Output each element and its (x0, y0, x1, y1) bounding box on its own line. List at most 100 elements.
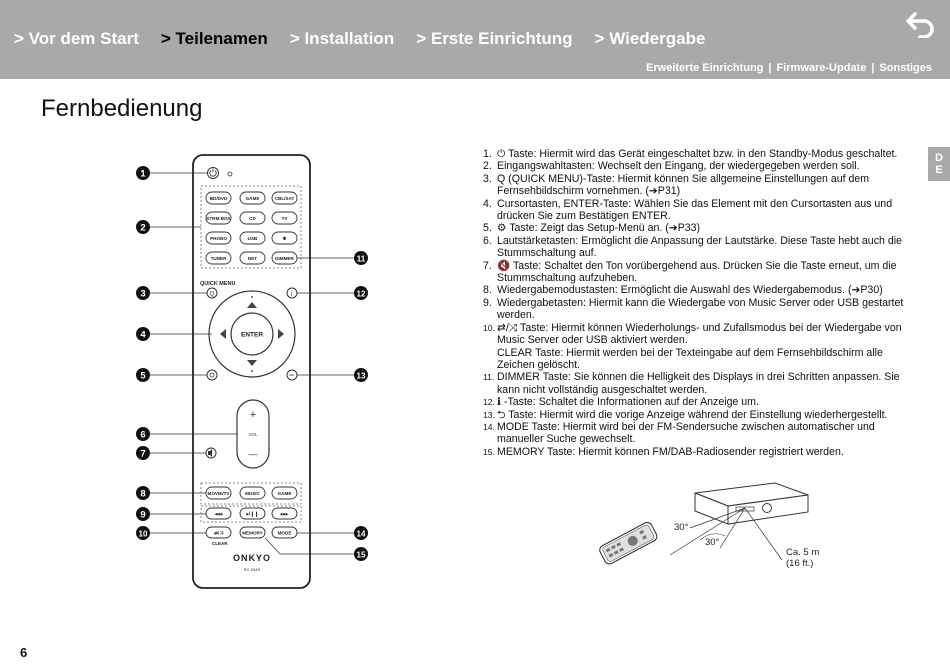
svg-text:3: 3 (140, 289, 145, 300)
callout-15: 15 (354, 547, 368, 561)
header-bar: > Vor dem Start > Teilenamen > Installat… (0, 0, 950, 79)
back-arrow-icon[interactable] (905, 10, 937, 38)
callout-7: 7 (136, 446, 150, 460)
nav-erste-einrichtung[interactable]: > Erste Einrichtung (416, 29, 573, 48)
callout-1: 1 (136, 166, 150, 180)
language-tab-line2: E (935, 164, 943, 176)
input-button-7[interactable]: USB (239, 231, 266, 245)
nav-teilenamen[interactable]: > Teilenamen (160, 29, 268, 48)
svg-text:1: 1 (140, 169, 146, 180)
svg-text:4: 4 (140, 330, 146, 341)
mode-buttons: MOVIE/TV MUSIC GAME (205, 486, 298, 500)
description-number: 3. (483, 172, 492, 185)
input-button-4-label: CD (249, 216, 256, 221)
callout-6: 6 (136, 427, 150, 441)
callout-10: 10 (136, 526, 150, 540)
input-button-6-label: PHONO (210, 236, 227, 241)
svg-text:11: 11 (357, 255, 366, 264)
input-button-9[interactable]: TUNER (205, 251, 232, 265)
playback-buttons: ◂◂◂ ▸/❙❙ ▸▸▸ (205, 507, 298, 520)
subnav-separator: | (768, 62, 772, 74)
vol-plus: + (250, 409, 256, 421)
description-number: 8. (483, 284, 492, 297)
description-text: Lautstärketasten: Ermöglicht die Anpassu… (497, 234, 902, 260)
remote-perspective (599, 522, 658, 565)
svg-text:8: 8 (140, 489, 145, 500)
mode-button-2[interactable]: GAME (271, 486, 298, 500)
remote-range-diagram: 30° 30° Ca. 5 m (16 ft.) (599, 482, 819, 569)
input-button-8[interactable]: ✱ (271, 231, 298, 245)
mode-button-1-label: MUSIC (245, 491, 260, 496)
description-number: 15. (483, 446, 495, 457)
description-item: 12.ℹ -Taste: Schaltet die Informationen … (483, 396, 913, 408)
svg-text:15: 15 (357, 551, 366, 560)
nav-vor-dem-start[interactable]: > Vor dem Start (14, 29, 139, 48)
mode-button-1[interactable]: MUSIC (239, 486, 266, 500)
description-item: 11.DIMMER Taste: Sie können die Helligke… (483, 371, 913, 396)
input-button-0[interactable]: BD/DVD (205, 191, 232, 205)
input-button-0-label: BD/DVD (210, 196, 228, 201)
description-item: 5.⚙ Taste: Zeigt das Setup-Menü an. (➔P3… (483, 222, 913, 234)
input-button-4[interactable]: CD (239, 211, 266, 225)
playback-button-1[interactable]: ▸/❙❙ (239, 507, 266, 520)
remote-control-illustration: BD/DVD GAME CBL/SAT STRM BOX CD TV PHONO USB ✱ TU… (136, 154, 368, 589)
callout-3: 3 (136, 286, 150, 300)
language-tab-line1: D (935, 152, 943, 164)
input-button-1[interactable]: GAME (239, 191, 266, 205)
callout-2: 2 (136, 220, 150, 234)
description-number: 12. (483, 397, 495, 408)
playback-button-2[interactable]: ▸▸▸ (271, 507, 298, 520)
svg-text:2: 2 (140, 223, 145, 234)
sub-nav: Erweiterte Einrichtung | Firmware-Update | S… (646, 62, 932, 74)
input-button-3-label: STRM BOX (206, 216, 231, 221)
bottom-button-1[interactable]: MEMORY (239, 526, 266, 539)
nav-installation[interactable]: > Installation (289, 29, 395, 48)
mode-button-0-label: MOVIE/TV (208, 491, 231, 496)
description-number: 14. (483, 421, 495, 432)
description-number: 1. (483, 148, 492, 160)
cursor-up-icon (247, 302, 257, 308)
nav-wiedergabe[interactable]: > Wiedergabe (594, 29, 706, 48)
playback-button-0[interactable]: ◂◂◂ (205, 507, 232, 520)
vol-minus: — (249, 449, 258, 459)
input-button-6[interactable]: PHONO (205, 231, 232, 245)
callout-13: 13 (354, 368, 368, 382)
language-tab[interactable]: D E (928, 147, 950, 181)
subnav-erweiterte-einrichtung[interactable]: Erweiterte Einrichtung (646, 62, 764, 74)
bottom-button-0[interactable]: ⇄/⤨ (205, 526, 232, 539)
input-button-2-label: CBL/SAT (275, 196, 295, 201)
description-text: ⮌ Taste: Hiermit wird die vorige Anzeige… (497, 408, 888, 421)
svg-text:7: 7 (140, 449, 145, 460)
callout-line-15 (264, 537, 354, 555)
input-button-3[interactable]: STRM BOX (205, 211, 232, 225)
input-button-5-label: TV (282, 216, 289, 221)
description-number: 10. (483, 322, 495, 333)
svg-text:Q: Q (210, 292, 215, 298)
svg-text:10: 10 (139, 530, 148, 539)
description-text: Wiedergabemodustasten: Ermöglicht die Au… (497, 284, 883, 297)
subnav-firmware-update[interactable]: Firmware-Update (776, 62, 867, 74)
callout-11: 11 (354, 251, 368, 265)
description-item: 6. Lautstärketasten: Ermöglicht die Anpas… (483, 235, 913, 260)
mode-button-0[interactable]: MOVIE/TV (205, 486, 232, 500)
description-item: 9.Wiedergabetasten: Hiermit kann die Wie… (483, 297, 913, 322)
input-button-11[interactable]: DIMMER (271, 251, 298, 265)
input-button-1-label: GAME (246, 196, 260, 201)
bottom-button-2[interactable]: MODE (271, 526, 298, 539)
svg-text:9: 9 (140, 510, 145, 521)
bottom-button-2-label: MODE (278, 530, 292, 535)
description-number: 9. (483, 296, 492, 309)
vol-label: VOL (248, 432, 258, 437)
input-button-2[interactable]: CBL/SAT (271, 191, 298, 205)
description-text: ⚙ Taste: Zeigt das Setup-Menü an. (➔P33) (497, 222, 701, 235)
input-button-5[interactable]: TV (271, 211, 298, 225)
input-buttons: BD/DVD GAME CBL/SAT STRM BOX CD TV PHONO USB ✱ TU… (205, 191, 298, 265)
input-button-10[interactable]: NET (239, 251, 266, 265)
description-number: 11. (483, 372, 495, 383)
description-item: 13.⮌ Taste: Hiermit wird die vorige Anze… (483, 409, 913, 421)
subnav-separator: | (871, 62, 875, 74)
distance-label: Ca. 5 m (786, 547, 819, 558)
description-number: 13. (483, 409, 495, 420)
subnav-sonstiges[interactable]: Sonstiges (879, 62, 932, 74)
description-number: 6. (483, 234, 492, 247)
